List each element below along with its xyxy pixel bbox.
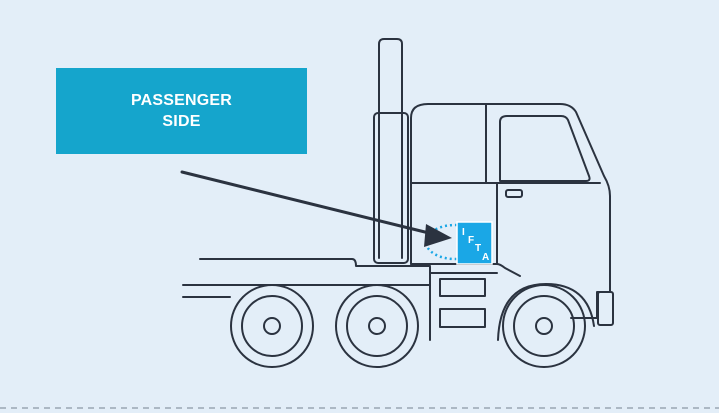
side-window xyxy=(499,115,591,182)
callout-line-2: SIDE xyxy=(162,113,201,130)
door-handle xyxy=(505,189,523,198)
exhaust-stack xyxy=(378,38,403,259)
callout-line-1: PASSENGER xyxy=(130,92,233,109)
decal-letter-a: A xyxy=(482,252,489,263)
frame-rail-top xyxy=(199,258,431,267)
front-bumper xyxy=(597,291,614,326)
decal-letter-i: I xyxy=(462,227,465,238)
cab-body xyxy=(410,103,611,319)
rear-wheel-1 xyxy=(230,284,314,368)
pointer-arrowhead xyxy=(424,224,452,247)
rear-wheel-2 xyxy=(335,284,419,368)
ifta-decal xyxy=(456,221,493,265)
decal-letter-t: T xyxy=(475,243,481,254)
front-wheel xyxy=(502,284,586,368)
cab-step-lower xyxy=(439,308,486,328)
pointer-arrow-line xyxy=(180,170,435,236)
front-fender xyxy=(496,263,521,277)
air-intake xyxy=(373,112,409,264)
decal-letter-f: F xyxy=(468,235,474,246)
front-wheel-arch xyxy=(497,283,595,341)
cab-step-upper xyxy=(439,278,486,297)
passenger-side-callout: PASSENGER SIDE xyxy=(56,68,307,154)
